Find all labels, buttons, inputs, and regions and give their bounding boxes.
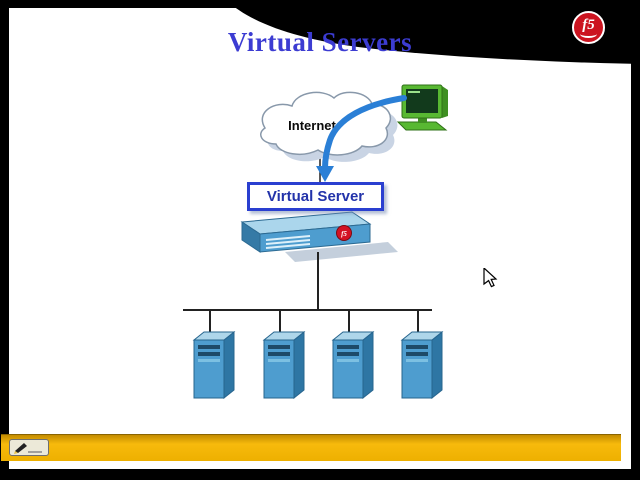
monitor-side — [442, 86, 448, 118]
traffic-arrow-curve — [322, 95, 407, 171]
device-vent-3 — [265, 243, 311, 249]
server-icon — [263, 331, 305, 399]
computer-base — [396, 121, 448, 131]
server-icon — [401, 331, 443, 399]
device-f5-badge — [336, 225, 352, 241]
virtual-server-box: Virtual Server — [247, 182, 384, 211]
footer-bar — [1, 434, 621, 461]
server-pool — [193, 331, 443, 399]
traffic-arrow — [316, 95, 407, 182]
traffic-arrow-head — [316, 166, 334, 182]
device-shadow — [285, 242, 398, 262]
device-vent-2 — [265, 239, 311, 245]
monitor-stand — [418, 116, 427, 123]
bigip-device-icon: f5 — [240, 211, 398, 262]
pen-icon — [14, 443, 42, 454]
annotation-tool-button[interactable] — [9, 439, 49, 456]
server-icon — [193, 331, 235, 399]
cloud-shape — [260, 91, 392, 156]
device-vent-1 — [265, 235, 311, 241]
client-computer-icon — [396, 84, 448, 131]
virtual-server-label: Virtual Server — [266, 188, 365, 205]
network-lines — [183, 252, 432, 334]
server-icon — [332, 331, 374, 399]
internet-label: Internet — [288, 118, 336, 133]
device-f5-badge-text: f5 — [341, 230, 347, 238]
